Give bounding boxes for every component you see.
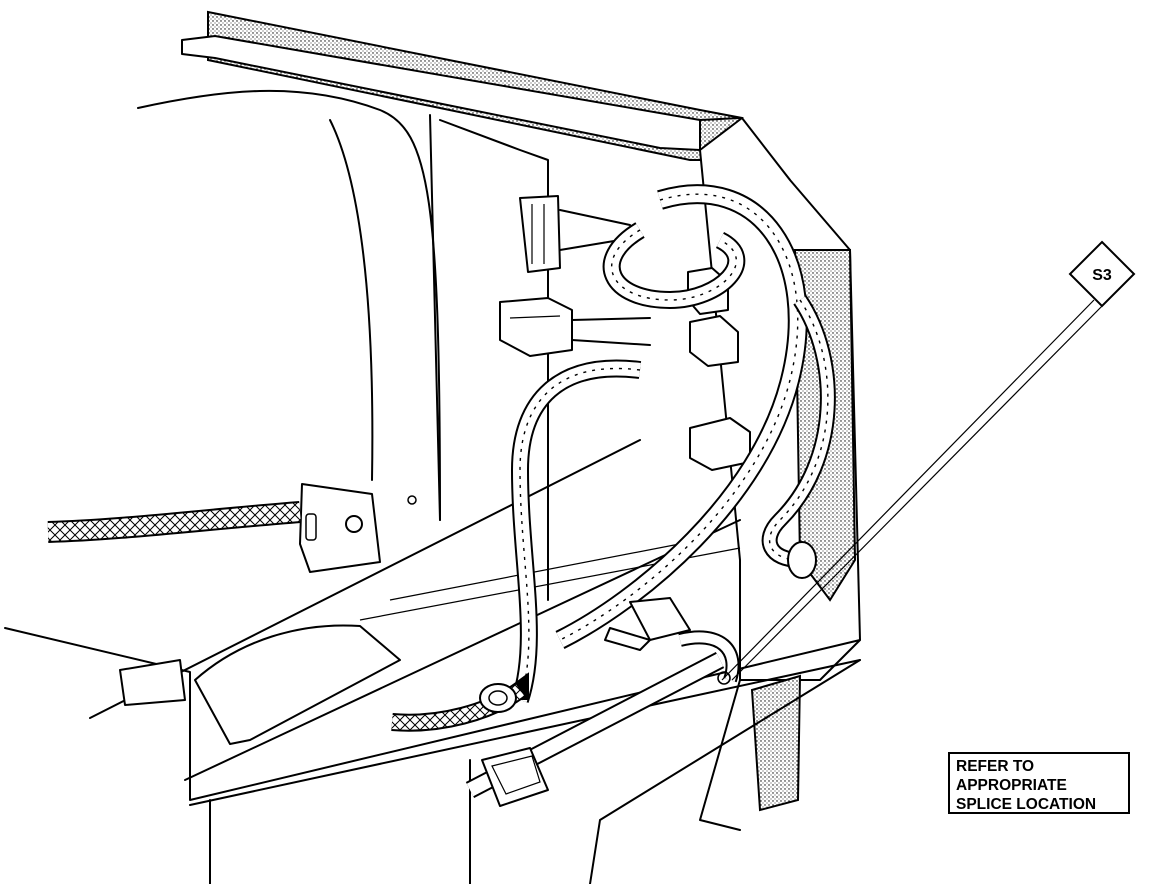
connector-bracket-upper xyxy=(519,195,631,273)
connector-small-3 xyxy=(689,417,751,471)
harness-left-branch xyxy=(47,501,301,543)
harness-floor-run xyxy=(391,630,740,798)
splice-diamond-icon xyxy=(1068,240,1136,308)
note-line-2: APPROPRIATE xyxy=(956,777,1067,794)
harness-inner-loop xyxy=(602,222,746,310)
clip-floor xyxy=(481,747,549,807)
harness-lower-sweep xyxy=(510,359,642,703)
note-line-1: REFER TO xyxy=(956,758,1035,775)
dash-end-cap xyxy=(699,117,861,831)
note-line-3: SPLICE LOCATION xyxy=(956,796,1097,813)
dash-top-edge xyxy=(181,10,791,181)
splice-id-label: S3 xyxy=(1092,267,1112,284)
connector-left-harness xyxy=(299,483,417,573)
harness-right-drop xyxy=(761,295,836,568)
grommet-floor xyxy=(479,683,517,713)
connector-small-2 xyxy=(689,315,739,367)
lower-tray xyxy=(4,439,861,884)
splice-callout: S3 xyxy=(717,240,1136,685)
connector-mid-left xyxy=(499,297,651,357)
splice-note-box: REFER TO APPROPRIATE SPLICE LOCATION xyxy=(948,752,1130,814)
clip-tray xyxy=(604,597,691,651)
harness-main-loop xyxy=(555,184,808,649)
grommet-right xyxy=(787,541,817,579)
